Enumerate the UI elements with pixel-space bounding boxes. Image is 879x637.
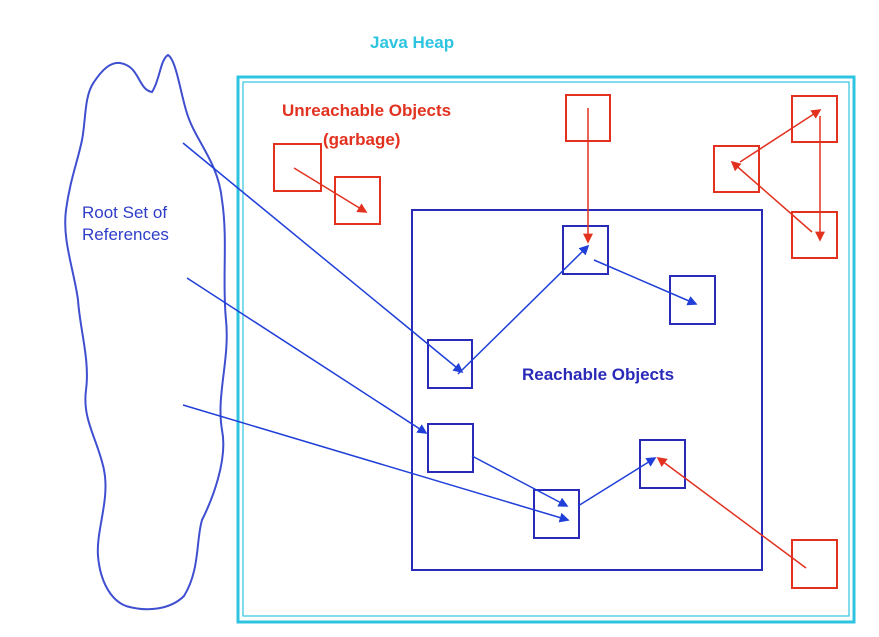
- root-ref-arrow-2: [186, 277, 428, 434]
- java-heap-border-inner: [242, 81, 850, 617]
- garbage-cycle-arrow-bottom-to-left: [730, 160, 813, 233]
- reachable-object-d: [427, 423, 474, 473]
- garbage-object-bottom-right: [791, 539, 838, 589]
- root-ref-arrow-1: [182, 142, 464, 374]
- reachable-region: [411, 209, 763, 571]
- reachable-label: Reachable Objects: [522, 365, 674, 384]
- reachable-object-e: [533, 489, 580, 539]
- unreachable-label-line1: Unreachable Objects: [282, 101, 451, 120]
- reachable-object-b: [562, 225, 609, 275]
- unreachable-label-line2: (garbage): [323, 130, 400, 149]
- garbage-arrow-bottom-to-reachable: [656, 457, 807, 569]
- root-set-outline: [64, 53, 228, 611]
- ref-arrow-d-to-e: [471, 455, 569, 507]
- garbage-object-cycle-bottom: [791, 211, 838, 259]
- garbage-arrow-left: [293, 167, 368, 213]
- reachable-object-a: [427, 339, 473, 389]
- garbage-object-left-b: [334, 176, 381, 225]
- root-set-label-line1: Root Set of: [82, 203, 167, 222]
- ref-arrow-e-to-f: [577, 457, 657, 507]
- ref-arrow-b-to-c: [593, 259, 698, 306]
- ref-arrow-a-to-b: [457, 244, 590, 375]
- java-heap-border: [236, 75, 856, 624]
- garbage-object-cycle-top: [791, 95, 838, 143]
- root-ref-arrow-3: [182, 404, 570, 523]
- root-set-label-line2: References: [82, 225, 169, 244]
- garbage-object-left-a: [273, 143, 322, 192]
- garbage-cycle-arrow-left-to-top: [739, 109, 822, 163]
- garbage-object-cycle-left: [713, 145, 760, 193]
- java-heap-label: Java Heap: [370, 33, 454, 52]
- reachable-object-c: [669, 275, 716, 325]
- reachable-object-f: [639, 439, 686, 489]
